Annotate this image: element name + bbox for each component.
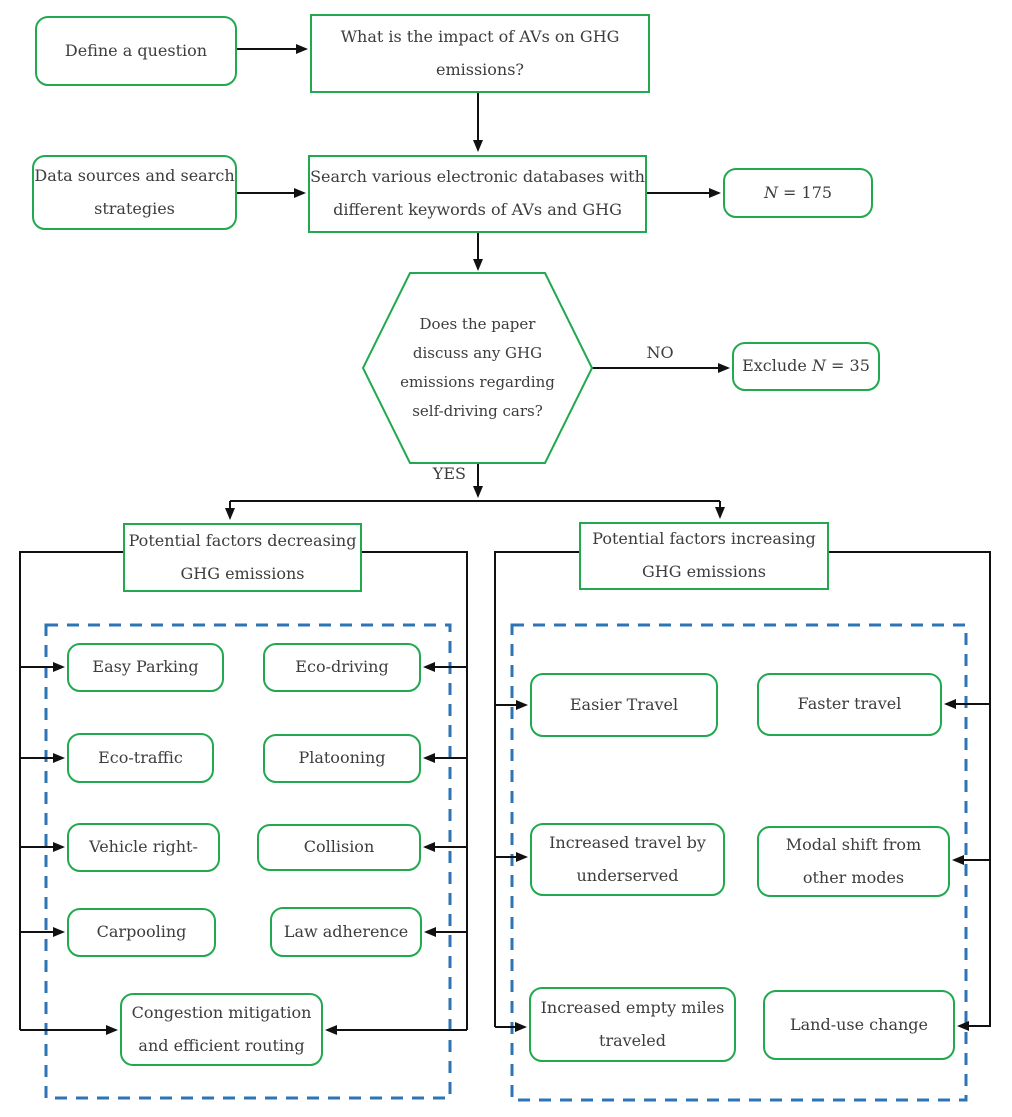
- no-branch-label: NO: [646, 343, 674, 362]
- node-text: Law adherence: [283, 921, 409, 941]
- decreasing-dashed-border: [44, 623, 452, 1100]
- node-text: Land-use change: [789, 1014, 928, 1034]
- node-easy-parking: Easy Parking: [67, 643, 224, 692]
- node-text: discuss any GHG: [412, 343, 543, 362]
- node-modal-shift: Modal shift from other modes: [757, 826, 950, 897]
- n-value: = 175: [777, 182, 833, 202]
- node-carpooling: Carpooling: [67, 908, 216, 957]
- n-variable: N: [763, 182, 778, 202]
- increasing-dashed-border: [510, 623, 968, 1102]
- node-text: traveled: [599, 1030, 666, 1050]
- node-text: Easy Parking: [92, 657, 199, 677]
- node-exclude: Exclude N = 35: [732, 342, 880, 391]
- node-text: Search various electronic databases with: [310, 167, 645, 187]
- node-congestion-mitigation: Congestion mitigation and efficient rout…: [120, 993, 323, 1066]
- node-text: Vehicle right-: [89, 837, 198, 857]
- node-text: strategies: [94, 198, 175, 218]
- decreasing-item-arrows: [20, 662, 467, 1035]
- node-text: Easier Travel: [569, 694, 679, 714]
- node-easier-travel: Easier Travel: [530, 673, 718, 737]
- node-text: Faster travel: [797, 694, 902, 714]
- node-n-total: N = 175: [723, 168, 873, 218]
- flow-arrows: [225, 44, 730, 520]
- n-value: = 35: [825, 356, 870, 376]
- node-text: other modes: [802, 867, 905, 887]
- decision-hexagon: [361, 272, 594, 464]
- node-platooning: Platooning: [263, 734, 421, 783]
- node-text: Potential factors increasing: [592, 529, 816, 549]
- node-text: Increased travel by: [549, 832, 706, 852]
- node-text: Carpooling: [96, 922, 187, 942]
- node-text: Increased empty miles: [540, 997, 725, 1017]
- node-text: Modal shift from: [785, 834, 922, 854]
- node-text: emissions regarding: [400, 373, 555, 391]
- node-increased-travel: Increased travel by underserved: [530, 823, 725, 896]
- node-text: N = 175: [764, 177, 832, 210]
- node-text: Data sources and search: [34, 165, 235, 185]
- node-text: and efficient routing: [138, 1035, 305, 1055]
- node-text: Eco-driving: [295, 657, 389, 677]
- node-eco-traffic: Eco-traffic: [67, 733, 214, 783]
- node-text: Define a question: [64, 40, 208, 60]
- exclude-word: Exclude: [742, 356, 812, 376]
- node-text: Potential factors decreasing: [128, 530, 357, 550]
- node-increasing-header: Potential factors increasing GHG emissio…: [579, 522, 829, 590]
- node-text: Congestion mitigation: [131, 1002, 312, 1022]
- n-variable: N: [811, 356, 826, 376]
- node-define-question: Define a question: [35, 16, 237, 86]
- node-increased-empty-miles: Increased empty miles traveled: [529, 987, 736, 1062]
- node-land-use-change: Land-use change: [763, 990, 955, 1060]
- node-text: self-driving cars?: [412, 402, 543, 421]
- yes-branch-label: YES: [432, 464, 466, 483]
- node-text: Exclude N = 35: [742, 350, 870, 383]
- node-text: underserved: [576, 865, 679, 885]
- increasing-item-arrows: [495, 699, 990, 1032]
- node-text: Platooning: [298, 748, 386, 768]
- node-impact-question: What is the impact of AVs on GHG emissio…: [310, 14, 650, 93]
- node-text: Collision: [303, 837, 375, 857]
- node-vehicle-right: Vehicle right-: [67, 823, 220, 872]
- node-eco-driving: Eco-driving: [263, 643, 421, 692]
- node-text: different keywords of AVs and GHG: [333, 200, 622, 219]
- node-faster-travel: Faster travel: [757, 673, 942, 736]
- node-screening-question: Does the paper discuss any GHG emissions…: [363, 273, 592, 463]
- node-text: Eco-traffic: [98, 747, 183, 767]
- node-text: GHG emissions: [180, 563, 305, 583]
- node-text: GHG emissions: [641, 562, 767, 581]
- node-text: emissions?: [435, 59, 525, 79]
- increasing-group-frame: [494, 551, 991, 1027]
- node-decreasing-header: Potential factors decreasing GHG emissio…: [123, 523, 362, 592]
- node-search-databases: Search various electronic databases with…: [308, 155, 647, 233]
- node-data-sources: Data sources and search strategies: [32, 155, 237, 230]
- node-text: Does the paper: [419, 314, 536, 333]
- node-text: What is the impact of AVs on GHG: [340, 26, 620, 46]
- node-law-adherence: Law adherence: [270, 907, 422, 957]
- node-collision: Collision: [257, 824, 421, 871]
